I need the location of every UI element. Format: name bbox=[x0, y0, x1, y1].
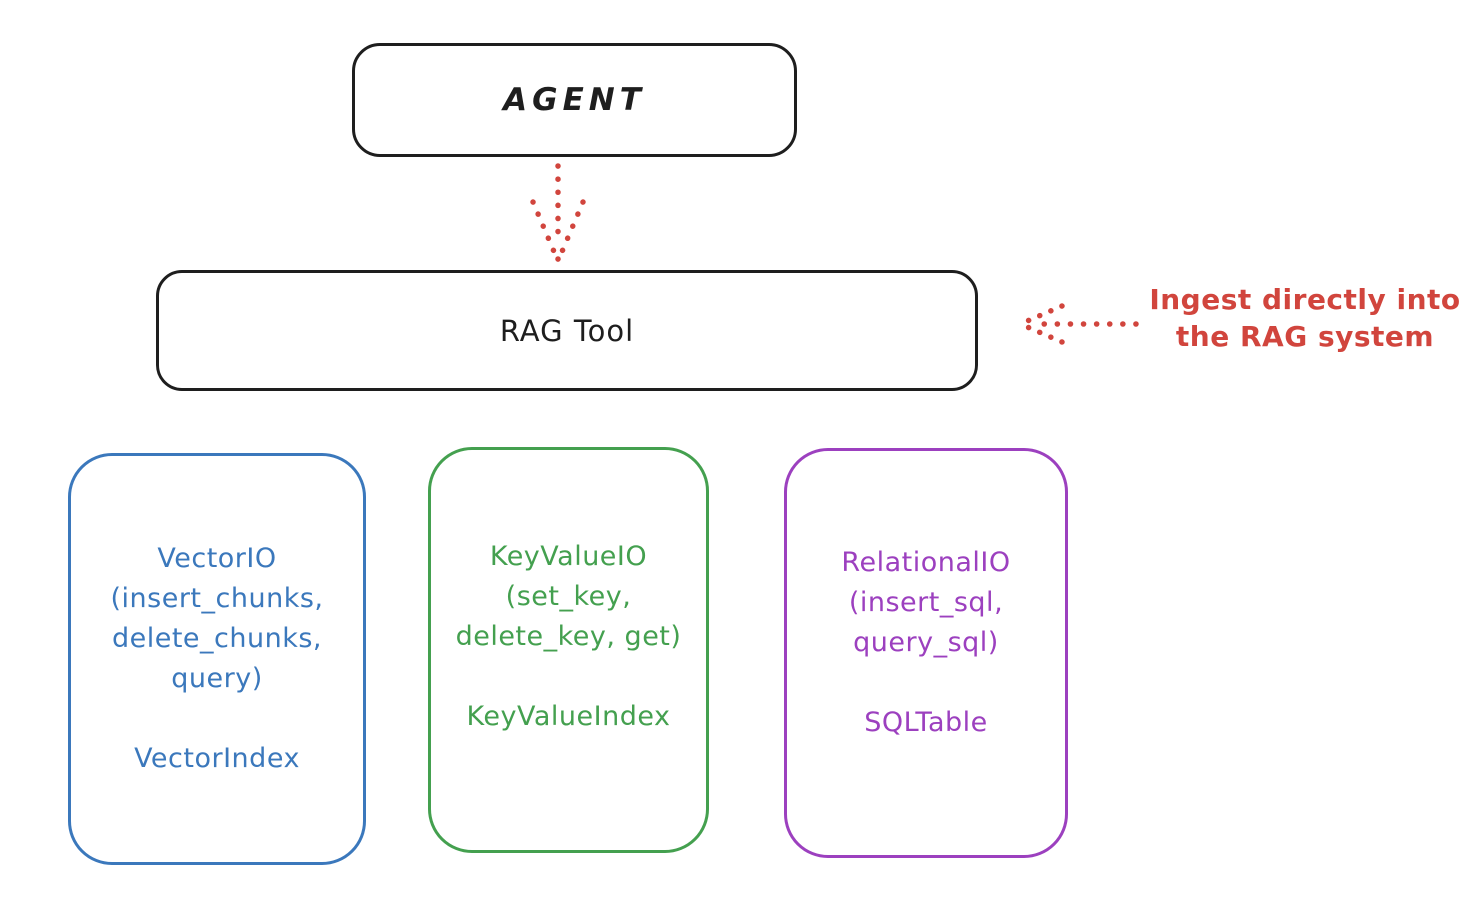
vector-io-line: (insert_chunks, bbox=[110, 583, 324, 614]
rag-tool-box-label: RAG Tool bbox=[499, 313, 635, 348]
vector-io-box: VectorIO (insert_chunks, delete_chunks, … bbox=[68, 453, 366, 865]
annotation-text: Ingest directly into the RAG system bbox=[1140, 281, 1470, 355]
sql-table-label: SQLTable bbox=[864, 707, 988, 738]
relational-io-line: RelationalIO bbox=[841, 547, 1011, 578]
relational-io-box: RelationalIO (insert_sql, query_sql) SQL… bbox=[784, 448, 1068, 858]
vector-io-line: query) bbox=[171, 663, 263, 694]
keyvalue-io-signature: KeyValueIO (set_key, delete_key, get) bbox=[456, 537, 682, 657]
agent-box-label: AGENT bbox=[503, 82, 646, 118]
vector-index-label: VectorIndex bbox=[134, 743, 300, 774]
rag-tool-box: RAG Tool bbox=[156, 270, 978, 391]
vector-io-signature: VectorIO (insert_chunks, delete_chunks, … bbox=[111, 539, 324, 699]
relational-io-line: (insert_sql, bbox=[848, 587, 1004, 618]
annotation-line-2: the RAG system bbox=[1175, 320, 1435, 353]
relational-io-signature: RelationalIO (insert_sql, query_sql) bbox=[841, 543, 1010, 663]
keyvalue-io-box: KeyValueIO (set_key, delete_key, get) Ke… bbox=[428, 447, 709, 853]
keyvalue-io-line: KeyValueIO bbox=[489, 541, 648, 572]
agent-to-rag-arrow-icon bbox=[530, 163, 586, 262]
keyvalue-io-line: (set_key, bbox=[505, 581, 632, 612]
annotation-arrow-icon bbox=[1022, 303, 1139, 345]
agent-box: AGENT bbox=[352, 43, 797, 157]
relational-io-line: query_sql) bbox=[853, 627, 999, 658]
keyvalue-io-line: delete_key, get) bbox=[455, 621, 682, 652]
vector-io-line: VectorIO bbox=[157, 543, 277, 574]
vector-io-line: delete_chunks, bbox=[111, 623, 322, 654]
keyvalue-index-label: KeyValueIndex bbox=[466, 701, 671, 732]
annotation-line-1: Ingest directly into bbox=[1149, 283, 1461, 316]
